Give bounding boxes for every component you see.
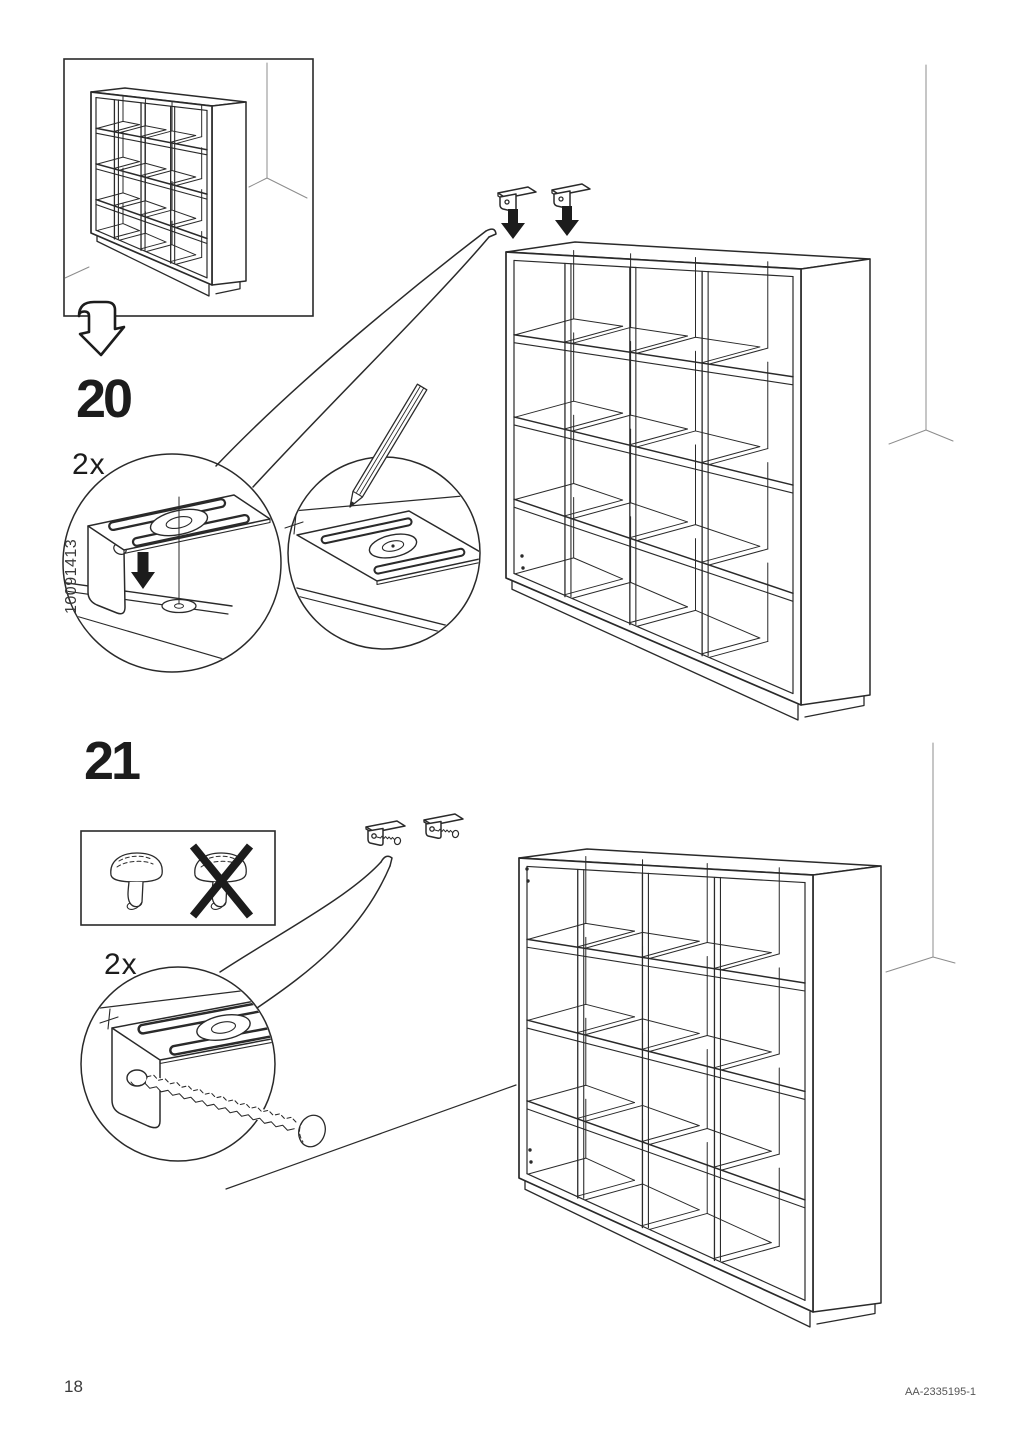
step21-leader-ribbon <box>219 855 393 1009</box>
step21-bracket-screw-icons <box>365 813 464 846</box>
step21-number: 21 <box>84 731 141 791</box>
step20-leader-ribbon <box>215 228 497 488</box>
step20-part-number: 10091413 <box>63 538 80 614</box>
page-number: 18 <box>64 1377 83 1396</box>
document-code: AA-2335195-1 <box>905 1386 976 1398</box>
step20-detail-pencil-marking <box>284 383 481 650</box>
step20-quantity-label: 2x <box>72 448 106 481</box>
step21-fastener-warning-panel <box>80 830 276 926</box>
step21-detail-screw-insertion <box>80 966 326 1162</box>
overview-shelf-illustration <box>90 87 247 297</box>
step21-quantity-label: 2x <box>104 948 138 981</box>
step21-leader-line <box>225 1084 517 1190</box>
step21-wall-corner <box>885 742 956 973</box>
step20-number: 20 <box>76 369 133 429</box>
step21-shelf-illustration <box>518 848 882 1328</box>
step20-detail-bracket-placement <box>62 453 282 673</box>
page-turn-arrow-icon <box>77 300 126 357</box>
overview-wall-corner <box>64 62 308 279</box>
step20-wall-corner <box>888 64 954 445</box>
step20-overview-frame <box>63 58 314 317</box>
step20-shelf-illustration <box>505 241 871 721</box>
step20-bracket-drop-icons <box>497 183 591 239</box>
